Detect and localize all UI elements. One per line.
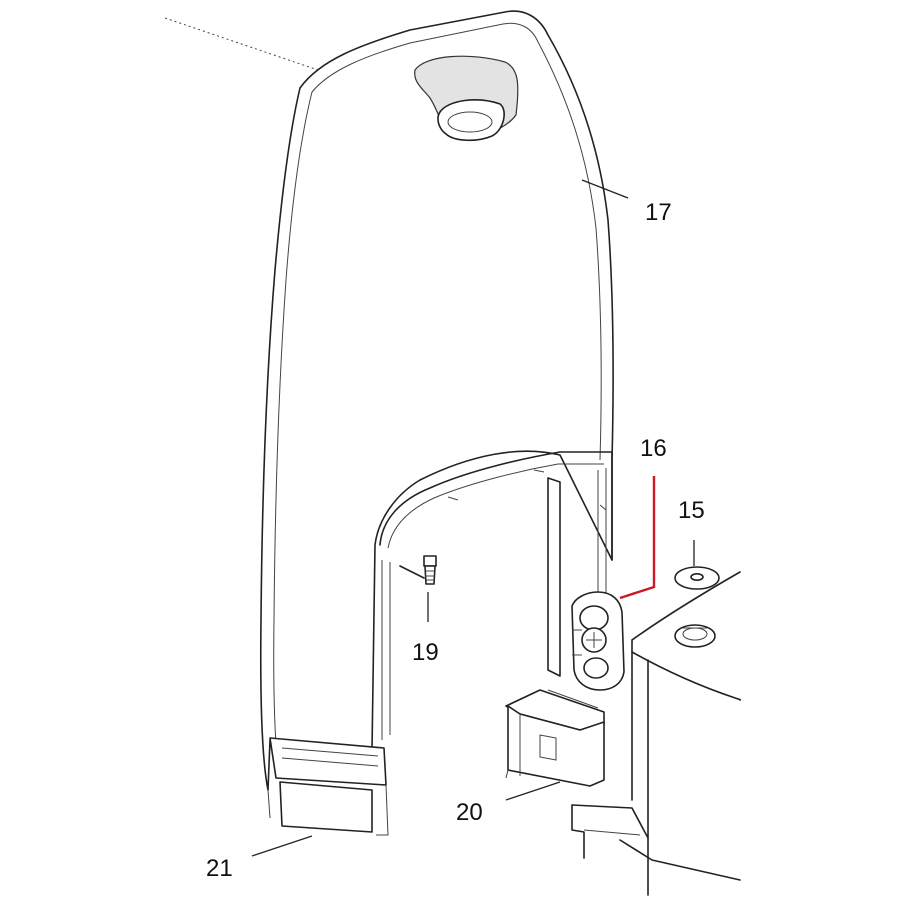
leader-16: [619, 476, 656, 600]
base-housing: [571, 571, 742, 896]
callout-21: 21: [206, 855, 233, 882]
leader-21: [251, 835, 313, 857]
callout-16: 16: [640, 435, 667, 462]
leader-20: [505, 781, 561, 801]
bracket-part-20: [505, 689, 605, 787]
screw-part-19: [399, 555, 437, 585]
hinge-latch-part-16: [571, 591, 625, 691]
extension-dotted-line: [164, 17, 319, 71]
callout-19: 19: [412, 639, 439, 666]
callout-15: 15: [678, 497, 705, 524]
washer-part-15: [674, 566, 720, 590]
foot-bracket-part-21: [267, 737, 389, 836]
callout-17: 17: [645, 199, 672, 226]
leader-17: [581, 179, 629, 199]
cover-panel-part-17: [259, 10, 614, 791]
callout-20: 20: [456, 799, 483, 826]
